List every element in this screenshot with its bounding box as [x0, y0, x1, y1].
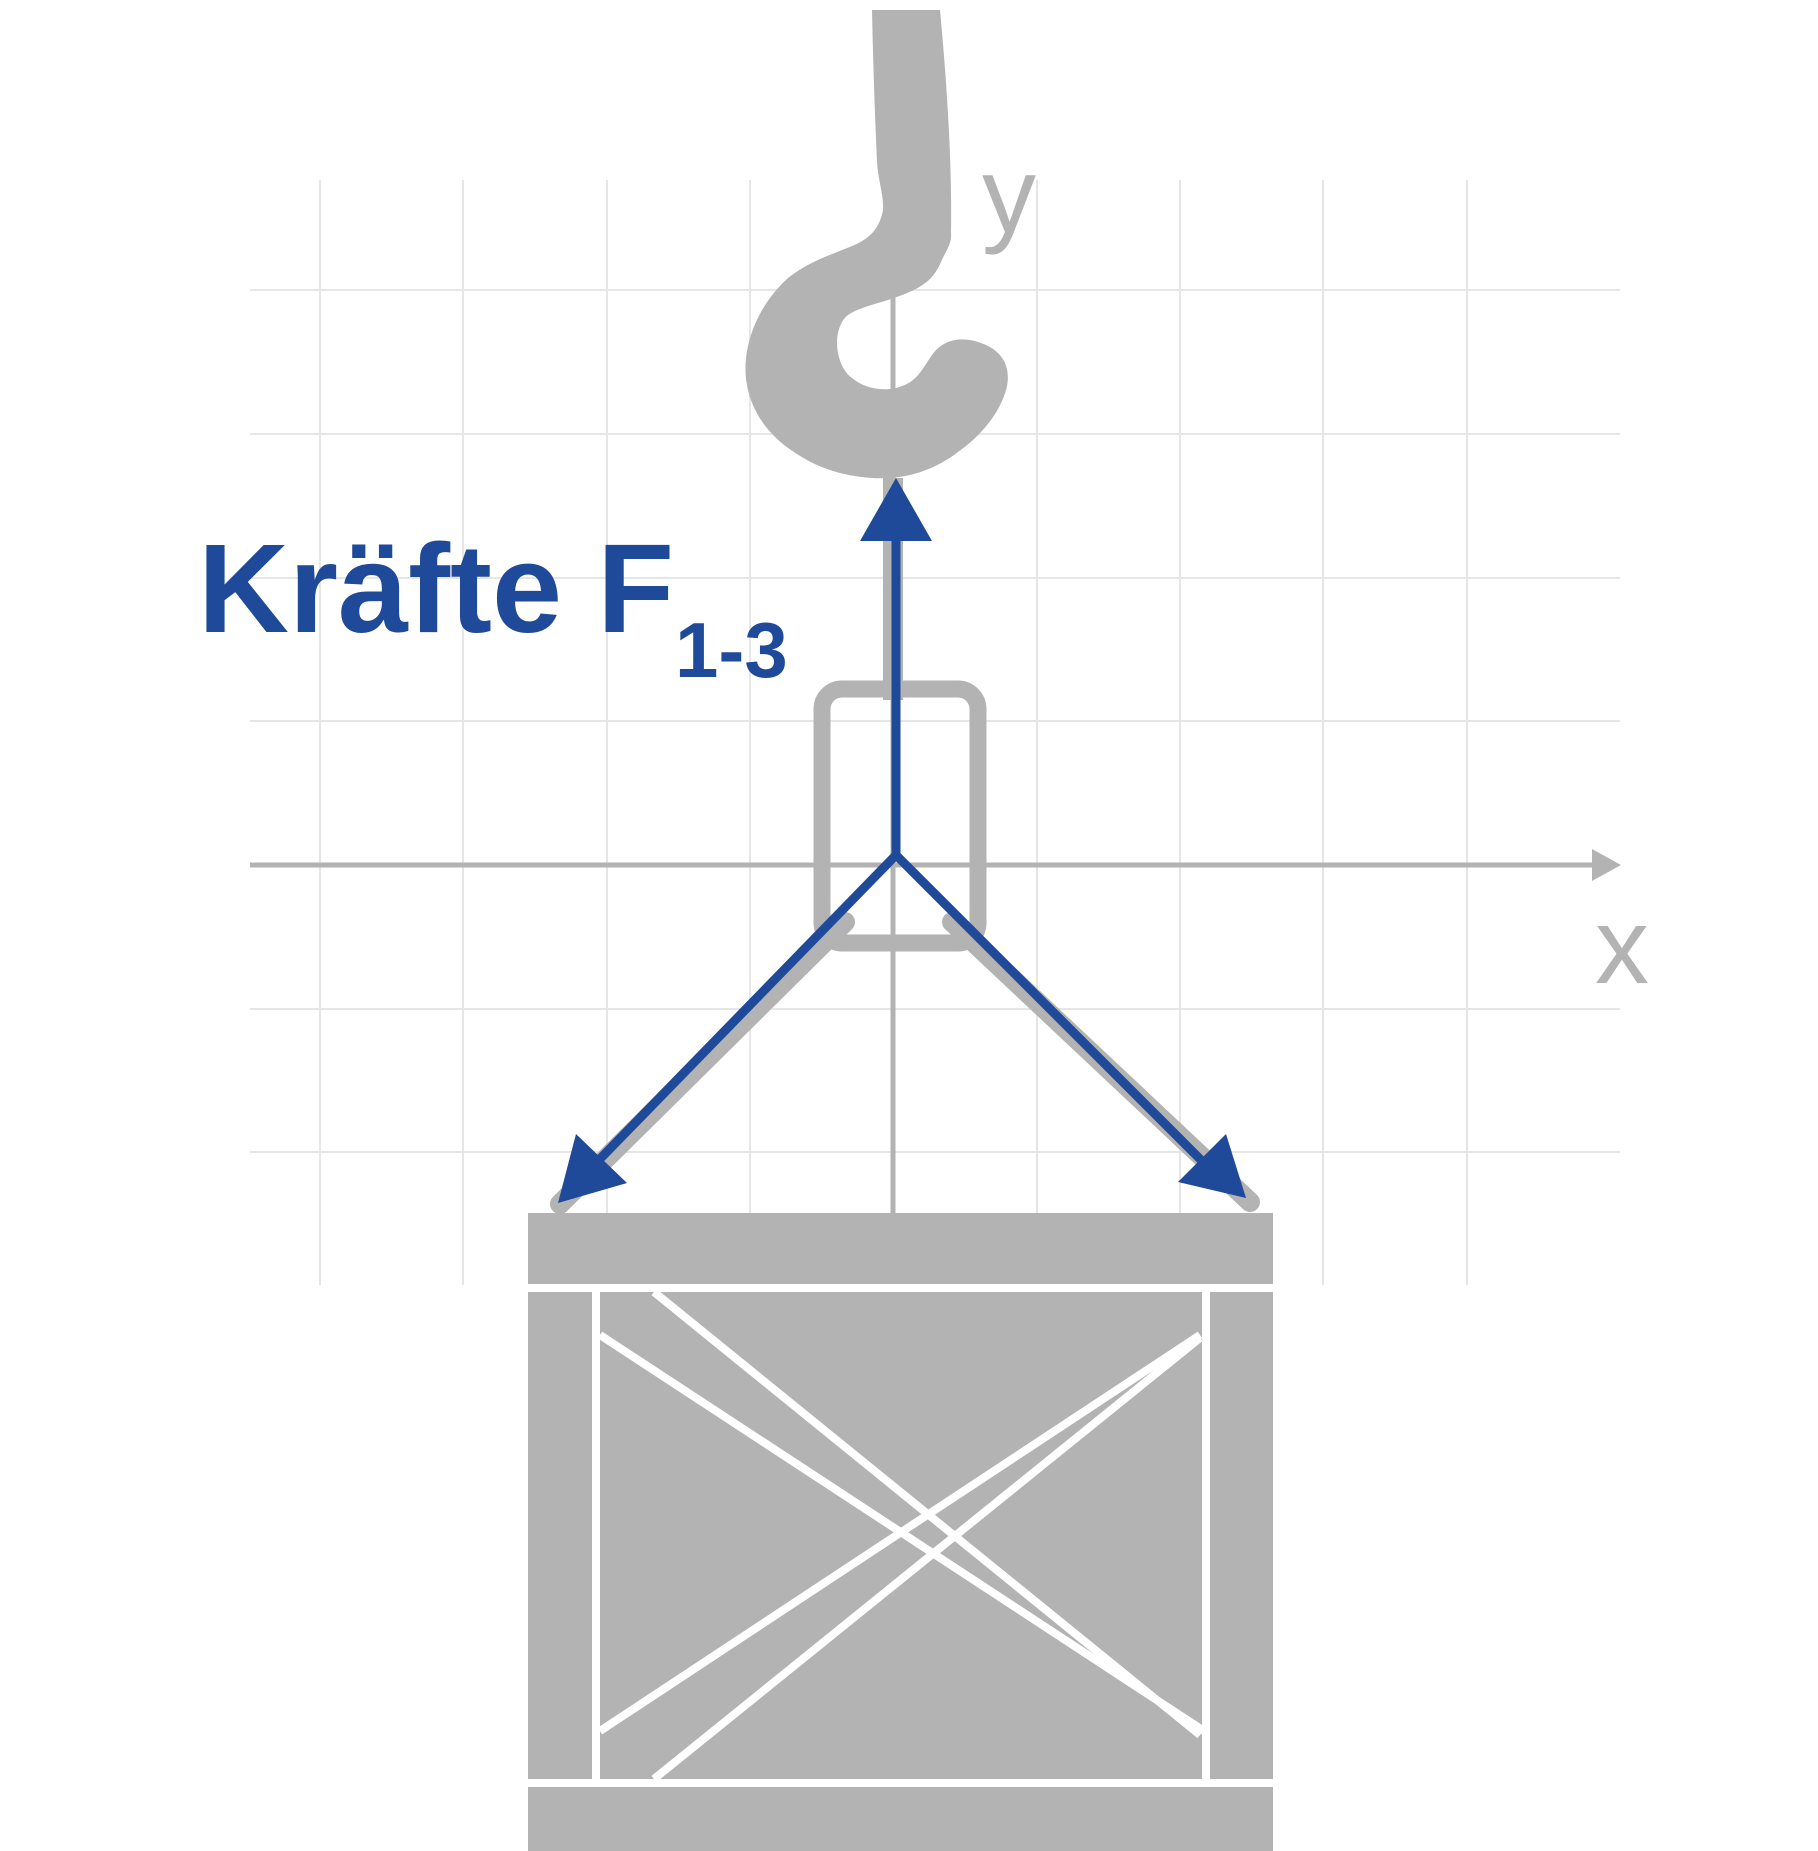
y-axis-label: y — [982, 134, 1036, 255]
background-grid — [250, 180, 1620, 1285]
x-axis-label: x — [1595, 885, 1649, 1006]
crate-icon — [528, 1213, 1273, 1851]
x-axis-arrowhead — [1592, 849, 1621, 881]
diagram-title: Kräfte F 1-3 — [198, 518, 788, 694]
title-main: Kräfte F — [198, 518, 674, 659]
hook-shape — [745, 10, 1008, 479]
force-f2-arrowhead — [558, 1134, 627, 1203]
title-subscript: 1-3 — [675, 606, 788, 694]
force-f3-arrowhead — [1178, 1134, 1246, 1198]
crane-hook-icon — [745, 10, 1008, 479]
force-f2-shaft — [594, 851, 900, 1165]
force-f1-arrowhead — [860, 478, 932, 541]
coordinate-axes: x y — [250, 134, 1649, 1285]
force-f3-shaft — [892, 851, 1206, 1165]
crate-diagonal-brace — [597, 1288, 1207, 1783]
grid-horizontal-lines — [250, 289, 1620, 1153]
force-arrows — [558, 478, 1246, 1203]
crate-inner-frame — [592, 1284, 1210, 1787]
